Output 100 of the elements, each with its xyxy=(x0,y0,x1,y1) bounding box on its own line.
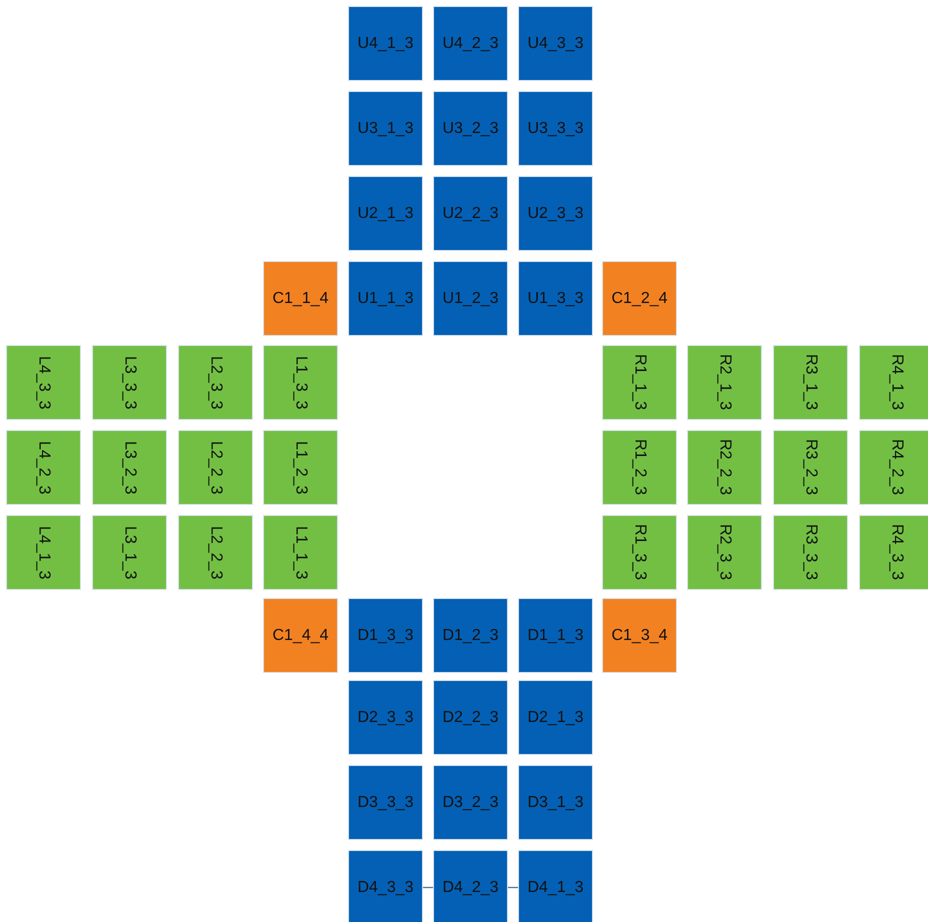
tile-label: R4_1_3 xyxy=(888,354,906,411)
connector-line xyxy=(508,886,518,888)
connector-line xyxy=(423,886,433,888)
grid-tile xyxy=(263,515,338,590)
tile-label: C1_4_4 xyxy=(272,626,329,644)
tile-label: L1_2_3 xyxy=(292,440,310,494)
grid-tile xyxy=(348,261,423,336)
tile-label: D4_3_3 xyxy=(357,878,414,896)
grid-tile xyxy=(687,345,762,420)
tile-label: U4_1_3 xyxy=(357,34,414,52)
tile-label: L1_3_3 xyxy=(292,356,310,410)
grid-tile xyxy=(859,345,928,420)
grid-tile xyxy=(602,430,677,505)
tile-label: D1_3_3 xyxy=(357,626,414,644)
grid-tile xyxy=(92,345,167,420)
tile-label: L2_2_3 xyxy=(206,440,224,494)
grid-tile xyxy=(6,430,81,505)
tile-label: L2_2_3 xyxy=(206,526,224,580)
tile-label: R4_2_3 xyxy=(888,439,906,496)
grid-tile xyxy=(6,345,81,420)
grid-tile xyxy=(773,430,848,505)
grid-tile xyxy=(348,176,423,251)
grid-tile xyxy=(687,515,762,590)
grid-tile xyxy=(433,91,508,166)
tile-label: D1_2_3 xyxy=(442,626,499,644)
tile-label: L4_2_3 xyxy=(34,440,52,494)
grid-tile xyxy=(518,91,593,166)
tile-label: U3_1_3 xyxy=(357,120,414,138)
grid-tile xyxy=(518,765,593,840)
tile-label: R2_2_3 xyxy=(716,439,734,496)
grid-tile xyxy=(433,598,508,673)
tile-label: U4_2_3 xyxy=(442,34,499,52)
grid-tile xyxy=(518,261,593,336)
grid-tile xyxy=(602,345,677,420)
tile-label: U1_1_3 xyxy=(357,290,414,308)
tile-label: L2_3_3 xyxy=(206,356,224,410)
grid-tile xyxy=(773,515,848,590)
tile-label: U2_2_3 xyxy=(442,204,499,222)
tile-label: L3_1_3 xyxy=(120,526,138,580)
tile-label: R2_1_3 xyxy=(716,354,734,411)
tile-label: D3_2_3 xyxy=(442,794,499,812)
tile-label: D3_3_3 xyxy=(357,794,414,812)
tile-label: U4_3_3 xyxy=(527,34,584,52)
grid-tile xyxy=(433,850,508,922)
tile-label: C1_3_4 xyxy=(611,626,668,644)
tile-label: D2_1_3 xyxy=(527,708,584,726)
grid-tile xyxy=(263,598,338,673)
grid-tile xyxy=(433,6,508,81)
tile-label: L3_3_3 xyxy=(120,356,138,410)
tile-label: C1_2_4 xyxy=(611,290,668,308)
grid-tile xyxy=(178,430,253,505)
grid-tile xyxy=(602,515,677,590)
tile-label: R3_2_3 xyxy=(802,439,820,496)
tile-label: L1_1_3 xyxy=(292,526,310,580)
grid-tile xyxy=(773,345,848,420)
tile-label: D4_1_3 xyxy=(527,878,584,896)
grid-tile xyxy=(859,515,928,590)
grid-tile xyxy=(518,850,593,922)
grid-tile xyxy=(348,91,423,166)
tile-label: U1_2_3 xyxy=(442,290,499,308)
grid-tile xyxy=(6,515,81,590)
grid-tile xyxy=(178,345,253,420)
grid-tile xyxy=(348,765,423,840)
grid-tile xyxy=(348,850,423,922)
grid-tile xyxy=(263,345,338,420)
tile-label: U1_3_3 xyxy=(527,290,584,308)
grid-tile xyxy=(263,430,338,505)
grid-tile xyxy=(518,598,593,673)
tile-label: U2_1_3 xyxy=(357,204,414,222)
grid-tile xyxy=(859,430,928,505)
tile-label: R1_3_3 xyxy=(630,524,648,581)
tile-label: D3_1_3 xyxy=(527,794,584,812)
grid-tile xyxy=(518,6,593,81)
tile-label: R1_2_3 xyxy=(630,439,648,496)
tile-label: R3_1_3 xyxy=(802,354,820,411)
tile-label: R2_3_3 xyxy=(716,524,734,581)
grid-tile xyxy=(433,680,508,755)
grid-tile xyxy=(348,598,423,673)
grid-tile xyxy=(92,515,167,590)
grid-tile xyxy=(348,6,423,81)
tile-label: R1_1_3 xyxy=(630,354,648,411)
grid-tile xyxy=(687,430,762,505)
tile-label: U3_2_3 xyxy=(442,120,499,138)
grid-tile xyxy=(92,430,167,505)
grid-tile xyxy=(518,680,593,755)
grid-tile xyxy=(178,515,253,590)
grid-tile xyxy=(263,261,338,336)
tile-label: L4_3_3 xyxy=(34,356,52,410)
grid-tile xyxy=(433,176,508,251)
tile-label: D4_2_3 xyxy=(442,878,499,896)
tile-label: D2_3_3 xyxy=(357,708,414,726)
tile-label: L3_2_3 xyxy=(120,440,138,494)
tile-label: U2_3_3 xyxy=(527,204,584,222)
tile-label: R3_3_3 xyxy=(802,524,820,581)
tile-label: R4_3_3 xyxy=(888,524,906,581)
tile-label: D1_1_3 xyxy=(527,626,584,644)
grid-tile xyxy=(433,765,508,840)
tile-label: L4_1_3 xyxy=(34,526,52,580)
grid-tile xyxy=(602,598,677,673)
grid-tile xyxy=(348,680,423,755)
